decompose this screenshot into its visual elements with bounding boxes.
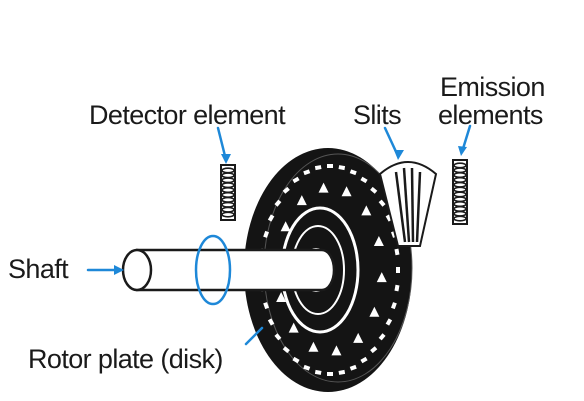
disk-notch	[361, 205, 372, 216]
disk-slot	[303, 169, 311, 176]
disk-notch	[276, 292, 287, 303]
disk-slot	[338, 165, 346, 171]
disk-slot	[360, 176, 368, 184]
disk-slot	[396, 267, 400, 273]
disk-slot	[267, 214, 275, 222]
shaft	[121, 248, 336, 292]
disk-notch	[341, 186, 352, 197]
coil-turn	[221, 211, 235, 218]
slit	[415, 171, 422, 243]
disk-notch	[318, 182, 329, 193]
disk-slot	[303, 364, 311, 371]
disk-slot	[394, 248, 400, 256]
emission-elements-label-line1: Emission	[440, 72, 545, 102]
disk-slot	[327, 164, 333, 168]
shaft-highlight-ring	[194, 234, 232, 306]
coil-turn	[453, 215, 467, 222]
disk-slot	[370, 186, 378, 194]
disk-slot	[390, 302, 397, 310]
disk-slot	[263, 230, 270, 238]
disk-slot-pattern	[260, 164, 400, 376]
leader-arrows	[114, 146, 467, 275]
shaft-label: Shaft	[8, 254, 69, 284]
detector-element-label: Detector element	[89, 100, 286, 130]
disk-slot	[349, 169, 357, 176]
disk-slot	[274, 199, 282, 207]
disk-slot	[263, 302, 270, 310]
disk-slot	[274, 333, 282, 341]
emission-element	[452, 159, 468, 225]
disk-slot	[378, 333, 386, 341]
disk-notch	[308, 341, 319, 352]
disk-notch	[376, 272, 387, 283]
disk-notch	[369, 306, 380, 317]
slit	[394, 171, 407, 243]
disk-notch	[296, 195, 307, 206]
disk-slot	[267, 318, 275, 326]
emission-elements-label-line2: elements	[438, 100, 543, 130]
disk-slot	[385, 318, 393, 326]
disk-notch	[331, 345, 342, 356]
slits-label: Slits	[353, 100, 402, 130]
rotor-leader	[244, 326, 264, 346]
slit-plate	[378, 161, 438, 247]
disk-slot	[282, 186, 290, 194]
disk-slot	[378, 199, 386, 207]
rotor-plate-label: Rotor plate (disk)	[28, 344, 223, 374]
disk-slot	[282, 346, 290, 354]
disk-notch	[288, 322, 299, 333]
disk-slot	[338, 369, 346, 375]
disk-slot	[292, 356, 300, 364]
disk-slot	[360, 356, 368, 364]
disk-notch	[280, 221, 291, 232]
detector-element	[220, 164, 236, 221]
slit	[402, 167, 411, 243]
disk-slot	[314, 369, 322, 375]
disk-slot	[349, 364, 357, 371]
disk-slot	[394, 284, 400, 292]
disk-slot	[314, 165, 322, 171]
disk-slot	[370, 346, 378, 354]
slit	[410, 167, 415, 243]
disk-notch	[373, 235, 384, 246]
disk-slot	[327, 372, 333, 376]
disk-slot	[292, 176, 300, 184]
disk-notch	[353, 332, 364, 343]
